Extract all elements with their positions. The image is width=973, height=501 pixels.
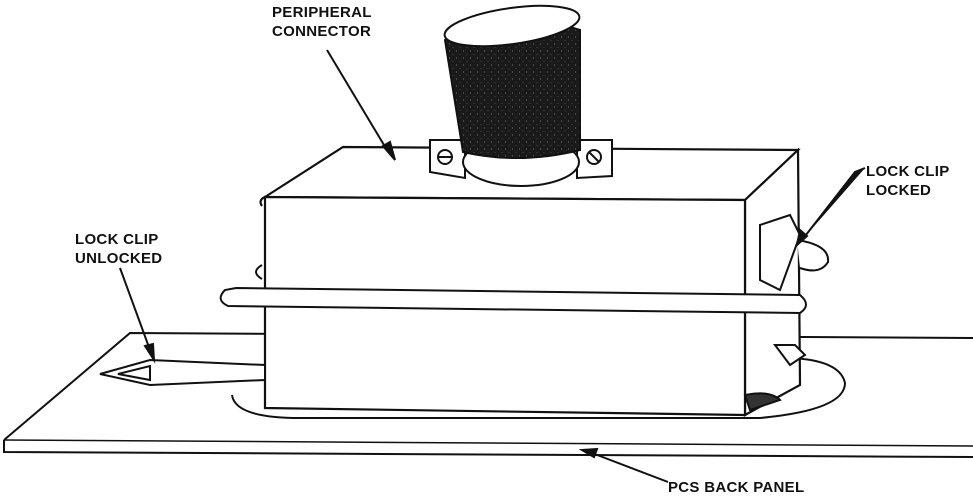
leader-lines (119, 49, 866, 483)
lock-clip-unlocked-label-line2: UNLOCKED (75, 250, 163, 267)
lock-clip-unlocked-label: LOCK CLIP UNLOCKED (75, 230, 162, 268)
peripheral-connector-label: PERIPHERAL CONNECTOR (272, 3, 372, 41)
lock-clip-locked-part (743, 213, 830, 412)
lock-clip-unlocked-label-line1: LOCK CLIP (75, 231, 159, 248)
peripheral-cable (443, 4, 581, 160)
peripheral-connector-label-line2: CONNECTOR (272, 23, 372, 40)
peripheral-connector-label-line1: PERIPHERAL (272, 4, 372, 21)
lock-clip-locked-label-line2: LOCKED (866, 182, 932, 199)
pcs-back-panel-label: PCS BACK PANEL (668, 479, 805, 496)
lock-wire-loop (219, 264, 807, 315)
lock-clip-locked-label: LOCK CLIP LOCKED (866, 162, 950, 200)
lock-clip-unlocked-part (99, 358, 266, 387)
connector-housing (259, 145, 802, 417)
lock-clip-locked-label-line1: LOCK CLIP (866, 163, 950, 180)
